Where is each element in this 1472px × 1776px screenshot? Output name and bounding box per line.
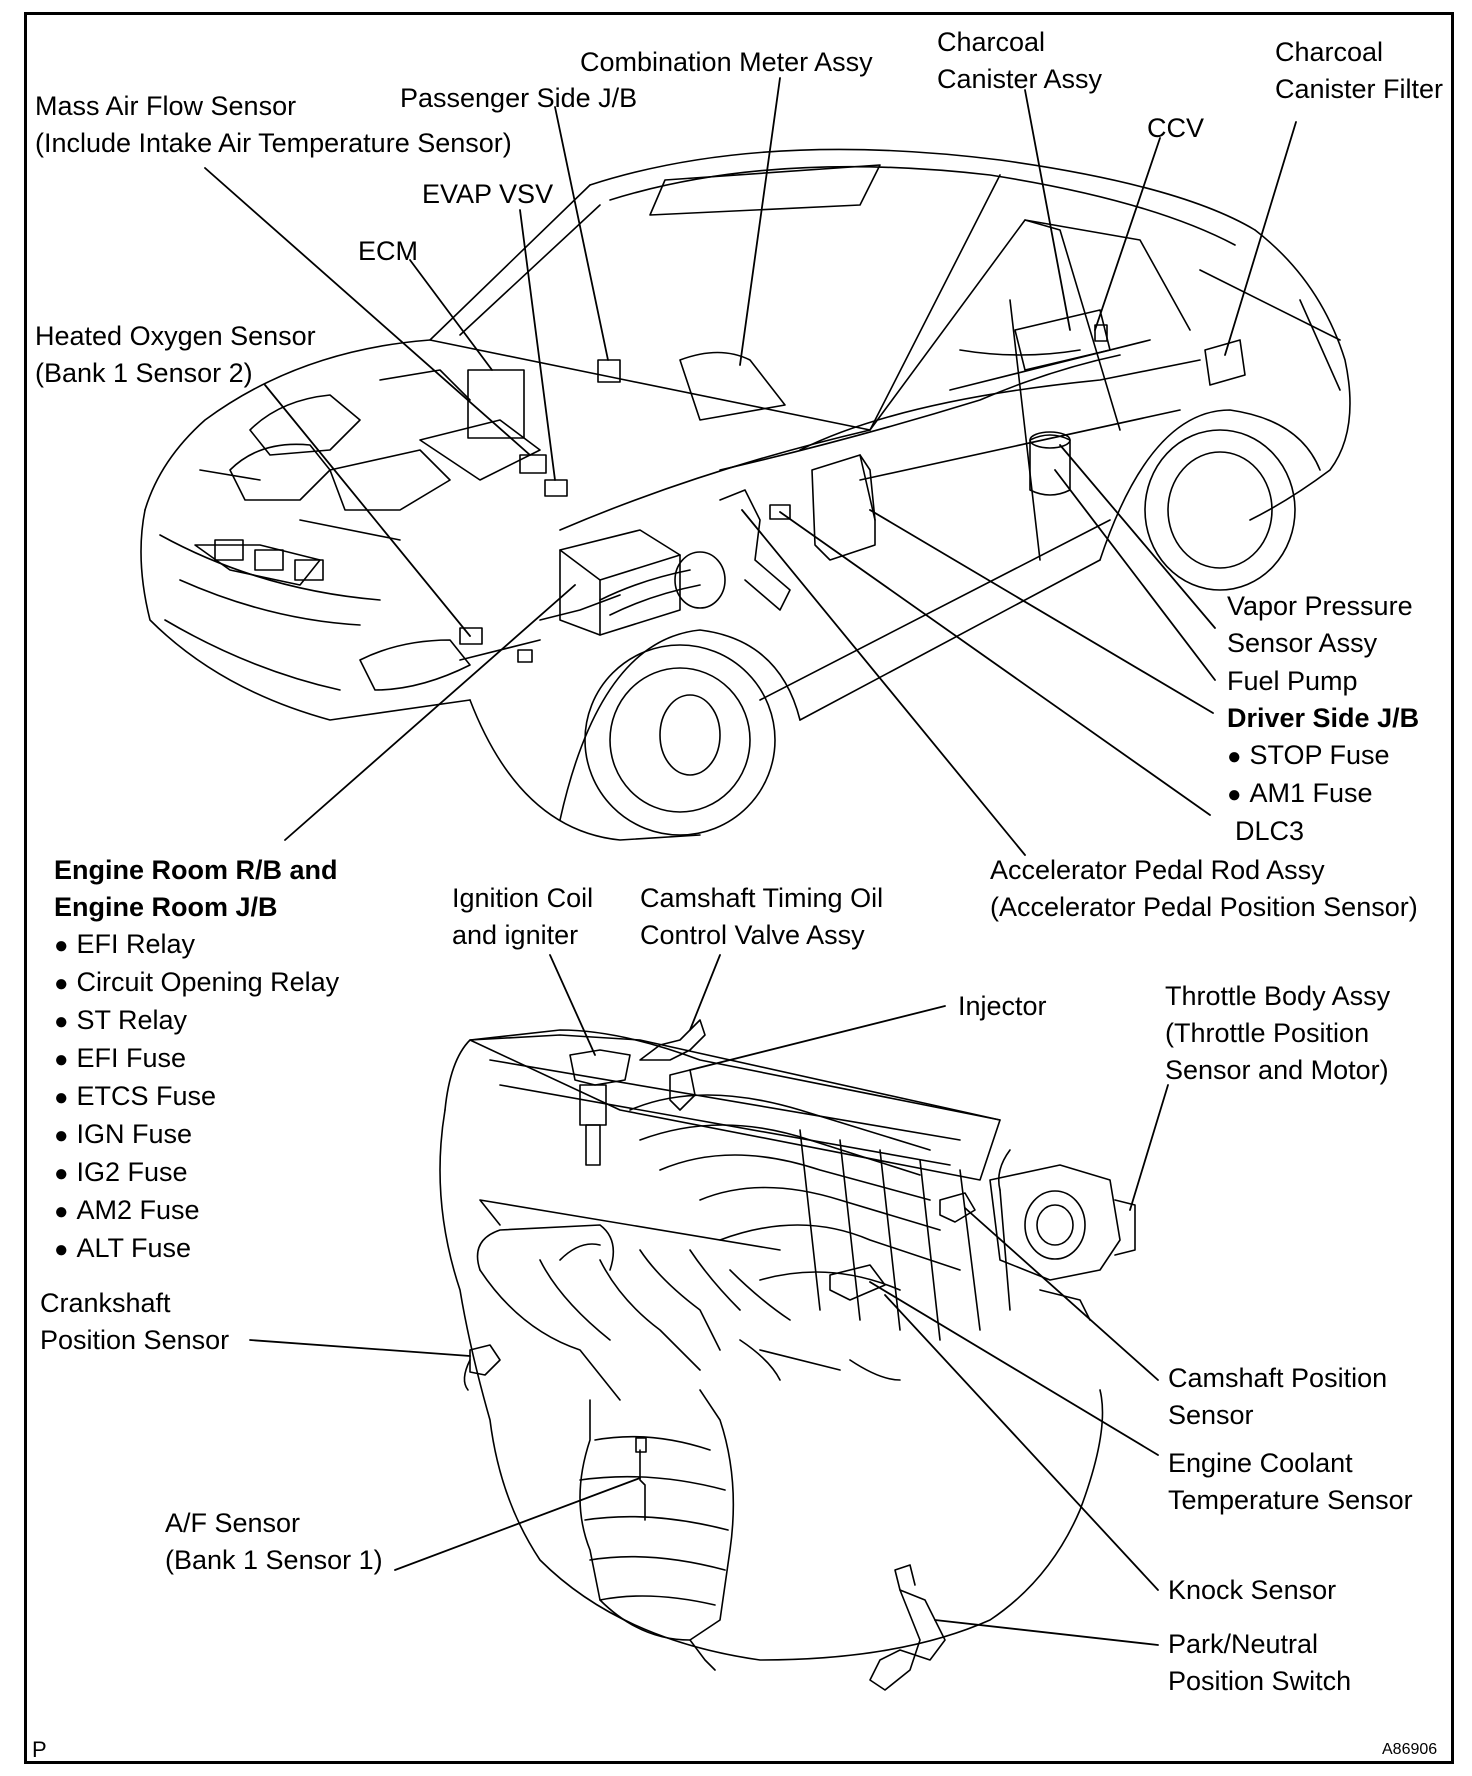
label-line: (Include Intake Air Temperature Sensor) <box>35 128 512 158</box>
figure-code: A86906 <box>1382 1741 1438 1758</box>
label-accelerator-pedal: Accelerator Pedal Rod Assy (Accelerator … <box>990 852 1418 926</box>
label-engine-room-rb-jb: Engine Room R/B and Engine Room J/B EFI … <box>54 852 339 1268</box>
label-line: (Throttle Position <box>1165 1018 1370 1048</box>
leader-lines <box>204 77 1297 1646</box>
relay-fuse-item: ALT Fuse <box>54 1230 339 1268</box>
label-line: Camshaft Timing Oil <box>640 883 884 913</box>
fuse-item: AM1 Fuse <box>1227 775 1419 813</box>
label-line: Camshaft Position <box>1168 1363 1388 1393</box>
relay-fuse-item: EFI Fuse <box>54 1040 339 1078</box>
label-line: Accelerator Pedal Rod Assy <box>990 855 1325 885</box>
label-line: Sensor and Motor) <box>1165 1055 1389 1085</box>
label-line: A/F Sensor <box>165 1508 301 1538</box>
label-line: Canister Assy <box>937 64 1103 94</box>
label-line: Canister Filter <box>1275 74 1444 104</box>
label-line: Ignition Coil <box>452 883 594 913</box>
label-vapor-pressure-sensor: Vapor Pressure Sensor Assy <box>1227 588 1413 662</box>
label-line: Heated Oxygen Sensor <box>35 321 316 351</box>
label-park-neutral-switch: Park/Neutral Position Switch <box>1168 1626 1351 1700</box>
label-camshaft-position-sensor: Camshaft Position Sensor <box>1168 1360 1387 1434</box>
engine-outline <box>439 1019 1136 1691</box>
relay-fuse-item: IGN Fuse <box>54 1116 339 1154</box>
label-ignition-coil: Ignition Coil and igniter <box>452 880 593 954</box>
label-line: Position Switch <box>1168 1666 1352 1696</box>
relay-fuse-item: ETCS Fuse <box>54 1078 339 1116</box>
label-combination-meter: Combination Meter Assy <box>580 47 873 77</box>
label-line: Engine Coolant <box>1168 1448 1353 1478</box>
label-ecm: ECM <box>358 236 418 266</box>
label-crankshaft-position-sensor: Crankshaft Position Sensor <box>40 1285 229 1359</box>
label-throttle-body: Throttle Body Assy (Throttle Position Se… <box>1165 978 1390 1089</box>
label-line: Vapor Pressure <box>1227 591 1413 621</box>
label-line: Engine Room J/B <box>54 892 278 922</box>
label-line: Position Sensor <box>40 1325 230 1355</box>
label-engine-coolant-temp-sensor: Engine Coolant Temperature Sensor <box>1168 1445 1413 1519</box>
label-charcoal-canister-filter: Charcoal Canister Filter <box>1275 34 1443 108</box>
label-line: Park/Neutral <box>1168 1629 1319 1659</box>
relay-fuse-item: Circuit Opening Relay <box>54 964 340 1002</box>
label-line: (Bank 1 Sensor 2) <box>35 358 253 388</box>
label-line: Temperature Sensor <box>1168 1485 1413 1515</box>
label-line: Control Valve Assy <box>640 920 865 950</box>
label-injector: Injector <box>958 991 1047 1021</box>
label-ccv: CCV <box>1147 113 1205 143</box>
label-line: Sensor Assy <box>1227 628 1378 658</box>
label-af-sensor: A/F Sensor (Bank 1 Sensor 1) <box>165 1505 383 1579</box>
relay-fuse-item: ST Relay <box>54 1002 339 1040</box>
label-line: (Accelerator Pedal Position Sensor) <box>990 892 1418 922</box>
label-charcoal-canister: Charcoal Canister Assy <box>937 24 1102 98</box>
corner-mark-left: P <box>32 1737 47 1762</box>
relay-fuse-item: IG2 Fuse <box>54 1154 339 1192</box>
label-line: Engine Room R/B and <box>54 855 338 885</box>
label-heated-oxygen-sensor: Heated Oxygen Sensor (Bank 1 Sensor 2) <box>35 318 316 392</box>
label-line: Throttle Body Assy <box>1165 981 1391 1011</box>
label-line: and igniter <box>452 920 579 950</box>
relay-fuse-item: AM2 Fuse <box>54 1192 339 1230</box>
label-knock-sensor: Knock Sensor <box>1168 1575 1337 1605</box>
label-passenger-jb: Passenger Side J/B <box>400 83 638 113</box>
car-outline <box>140 148 1351 841</box>
label-evap-vsv: EVAP VSV <box>422 179 554 209</box>
label-dlc3: DLC3 <box>1235 816 1305 846</box>
label-line: Charcoal <box>1275 37 1384 67</box>
label-line: Charcoal <box>937 27 1046 57</box>
relay-fuse-item: EFI Relay <box>54 926 339 964</box>
label-driver-side-jb: Driver Side J/B STOP Fuse AM1 Fuse <box>1227 700 1419 813</box>
fuse-item: STOP Fuse <box>1227 737 1419 775</box>
label-line: Crankshaft <box>40 1288 171 1318</box>
label-line: Driver Side J/B <box>1227 703 1420 733</box>
label-camshaft-timing-ocv: Camshaft Timing Oil Control Valve Assy <box>640 880 883 954</box>
diagram-frame <box>24 12 1454 1764</box>
label-line: Mass Air Flow Sensor <box>35 91 297 121</box>
label-line: (Bank 1 Sensor 1) <box>165 1545 383 1575</box>
label-mass-air-flow-sensor: Mass Air Flow Sensor (Include Intake Air… <box>35 88 512 162</box>
label-line: Sensor <box>1168 1400 1254 1430</box>
label-fuel-pump: Fuel Pump <box>1227 666 1358 696</box>
